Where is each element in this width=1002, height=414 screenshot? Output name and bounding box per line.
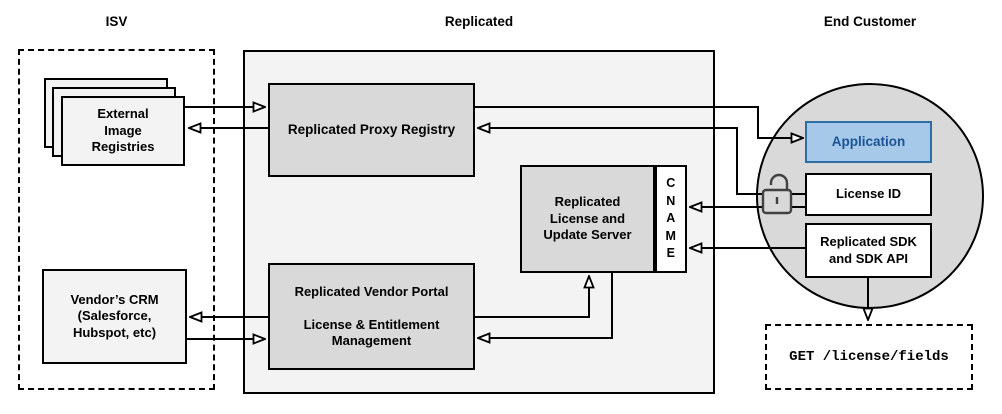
- external-image-registries-node: External Image Registries: [61, 96, 185, 166]
- application-node: Application: [805, 121, 932, 163]
- lane-header-replicated: Replicated: [444, 14, 514, 29]
- isv-group-box: [18, 49, 215, 390]
- replicated-license-update-server-node: Replicated License and Update Server: [520, 165, 655, 273]
- license-id-node: License ID: [805, 173, 932, 216]
- replicated-vendor-portal-node: Replicated Vendor Portal License & Entit…: [268, 263, 475, 370]
- cname-node: C N A M E: [655, 165, 687, 273]
- get-license-fields-box: GET /license/fields: [765, 324, 973, 390]
- lane-header-end-customer: End Customer: [823, 14, 917, 29]
- lane-header-isv: ISV: [105, 14, 128, 29]
- vendor-crm-node: Vendor’s CRM (Salesforce, Hubspot, etc): [42, 269, 187, 364]
- replicated-proxy-registry-node: Replicated Proxy Registry: [268, 83, 475, 177]
- replicated-sdk-node: Replicated SDK and SDK API: [805, 223, 932, 278]
